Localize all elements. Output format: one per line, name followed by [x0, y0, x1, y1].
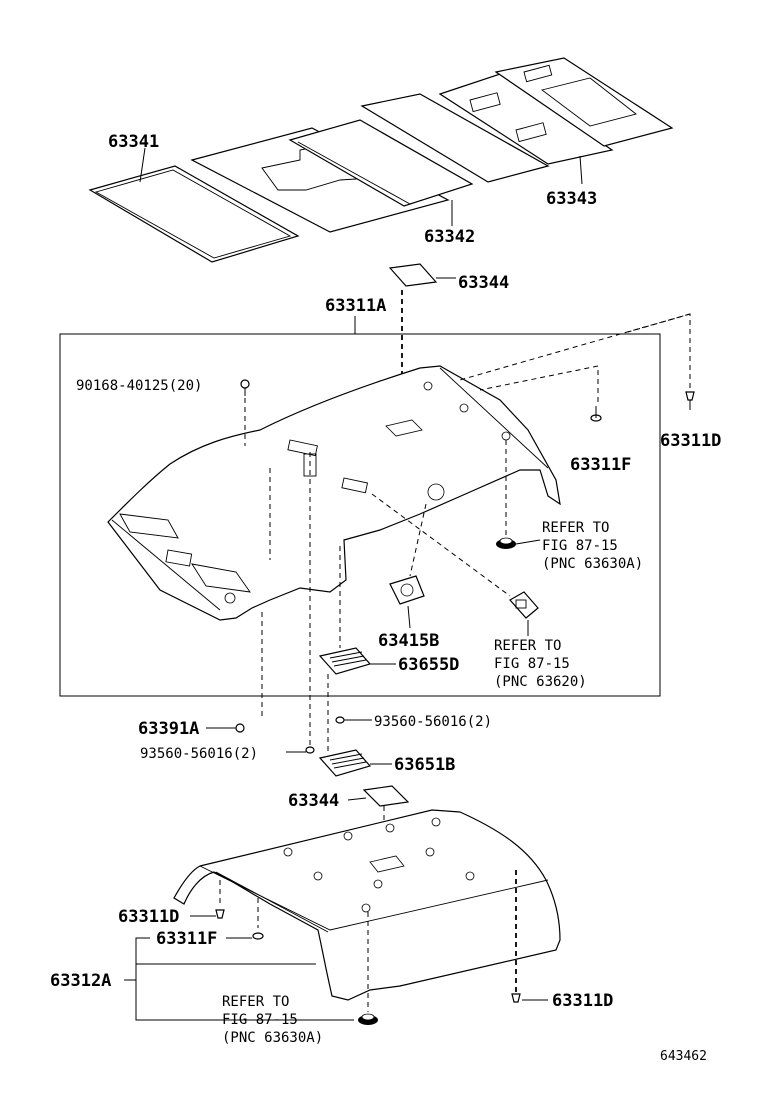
label-63341: 63341	[108, 132, 159, 152]
label-63651B: 63651B	[394, 755, 455, 775]
clip-63311D-mid	[215, 909, 225, 919]
label-63311F-top: 63311F	[570, 455, 631, 475]
headliner-63311A	[107, 365, 561, 621]
label-63655D: 63655D	[398, 655, 459, 675]
grille-63651B	[318, 749, 372, 777]
label-refer1-line3: (PNC 63630A)	[542, 556, 643, 572]
headliner-63312A	[173, 809, 561, 1001]
grille-63655D	[318, 647, 372, 675]
speaker-63415B	[389, 575, 425, 605]
label-63343: 63343	[546, 189, 597, 209]
screw-93560-left	[305, 746, 315, 754]
lamp-63620	[509, 591, 539, 619]
clip-63311D-bottom	[511, 993, 521, 1003]
label-90168: 90168-40125(20)	[76, 378, 202, 394]
pad-63344-top	[388, 263, 438, 287]
figure-id: 643462	[660, 1049, 707, 1064]
label-63391A: 63391A	[138, 719, 199, 739]
label-refer3-line3: (PNC 63630A)	[222, 1030, 323, 1046]
label-63311D-top: 63311D	[660, 431, 721, 451]
insulation-pad-63342	[288, 119, 474, 207]
grommet-63630A-top	[496, 537, 516, 549]
label-63342: 63342	[424, 227, 475, 247]
clip-63391A	[206, 723, 245, 733]
label-63311A: 63311A	[325, 296, 386, 316]
label-refer1-line2: FIG 87-15	[542, 538, 618, 554]
label-93560-right: 93560-56016(2)	[374, 714, 492, 730]
label-63344-bottom: 63344	[288, 791, 339, 811]
screw-93560-right	[335, 716, 345, 724]
clip-63311F-top	[590, 406, 602, 422]
label-refer3-line2: FIG 87-15	[222, 1012, 298, 1028]
label-63311D-mid: 63311D	[118, 907, 179, 927]
label-refer2-line3: (PNC 63620)	[494, 674, 587, 690]
label-93560-left: 93560-56016(2)	[140, 746, 258, 762]
label-63311D-bottom: 63311D	[552, 991, 613, 1011]
label-refer3-line1: REFER TO	[222, 994, 289, 1010]
pad-63344-bottom	[362, 785, 410, 807]
clip-63311F-bottom	[252, 932, 264, 940]
headliner-frame	[59, 333, 661, 697]
label-refer2-line1: REFER TO	[494, 638, 561, 654]
clip-63311D-top	[685, 391, 695, 410]
label-63312A: 63312A	[50, 971, 111, 991]
bolt-90168	[240, 379, 250, 396]
insulation-pad-63343	[360, 57, 674, 183]
label-63415B: 63415B	[378, 631, 439, 651]
label-refer2-line2: FIG 87-15	[494, 656, 570, 672]
label-63311F-bottom: 63311F	[156, 929, 217, 949]
grommet-63630A-bottom	[358, 1013, 378, 1025]
label-refer1-line1: REFER TO	[542, 520, 609, 536]
label-63344-top: 63344	[458, 273, 509, 293]
insulation-pad-63341	[88, 127, 450, 263]
